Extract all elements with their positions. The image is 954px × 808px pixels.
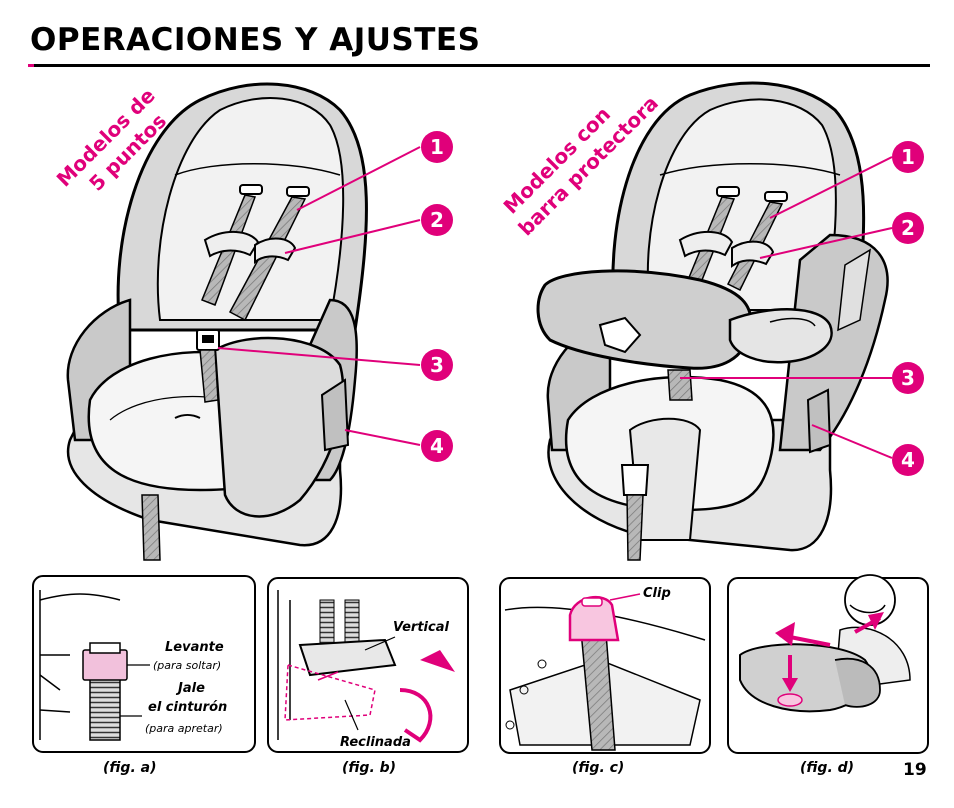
callout-2-badge xyxy=(421,204,453,236)
fig-d-caption: (fig. d) xyxy=(800,760,855,776)
fig-a-para-apretar: (para apretar) xyxy=(145,722,223,735)
fig-a-jale: Jale xyxy=(175,681,205,696)
callout-4-badge xyxy=(421,430,453,462)
fig-a-para-soltar: (para soltar) xyxy=(153,659,221,672)
fig-c-panel: Clip xyxy=(499,577,711,754)
callout-2-number: 2 xyxy=(430,208,444,232)
callout-3-number: 3 xyxy=(901,366,915,390)
fig-a-caption: (fig. a) xyxy=(103,760,157,776)
fig-b-caption: (fig. b) xyxy=(342,760,397,776)
callout-2-badge xyxy=(892,212,924,244)
fig-b-panel: Vertical Reclinada xyxy=(267,577,469,753)
page-number: 19 xyxy=(903,760,927,780)
callout-2-number: 2 xyxy=(901,216,915,240)
fig-b-vertical: Vertical xyxy=(393,620,449,635)
seat-shield-callouts: 1 2 3 4 xyxy=(892,141,924,476)
callout-1-badge xyxy=(892,141,924,173)
fig-a-el-cinturon: el cinturón xyxy=(148,700,227,715)
fig-a-panel: Levante (para soltar) Jale el cinturón (… xyxy=(32,575,256,753)
fig-a-levante: Levante xyxy=(165,640,224,655)
seat-shield-illustration xyxy=(536,81,889,561)
title-rule xyxy=(28,64,930,67)
callout-1-badge xyxy=(421,131,453,163)
fig-c-clip: Clip xyxy=(643,586,671,601)
callout-1-number: 1 xyxy=(430,135,444,159)
fig-d-panel xyxy=(727,574,929,754)
callout-3-badge xyxy=(421,349,453,381)
callout-3-number: 3 xyxy=(430,353,444,377)
seat-5-point-illustration xyxy=(66,82,368,561)
seat-shield-callout-lines xyxy=(680,156,893,459)
fig-b-reclinada: Reclinada xyxy=(340,735,411,750)
page-title: OPERACIONES Y AJUSTES xyxy=(30,22,481,58)
callout-3-badge xyxy=(892,362,924,394)
title-rule-accent xyxy=(28,64,34,67)
callout-4-number: 4 xyxy=(430,434,444,458)
seat-5-point-callout-lines xyxy=(217,146,421,446)
seat-5-point-callouts: 1 2 3 4 xyxy=(421,131,453,462)
callout-1-number: 1 xyxy=(901,145,915,169)
callout-4-badge xyxy=(892,444,924,476)
callout-4-number: 4 xyxy=(901,448,915,472)
fig-c-caption: (fig. c) xyxy=(572,760,625,776)
